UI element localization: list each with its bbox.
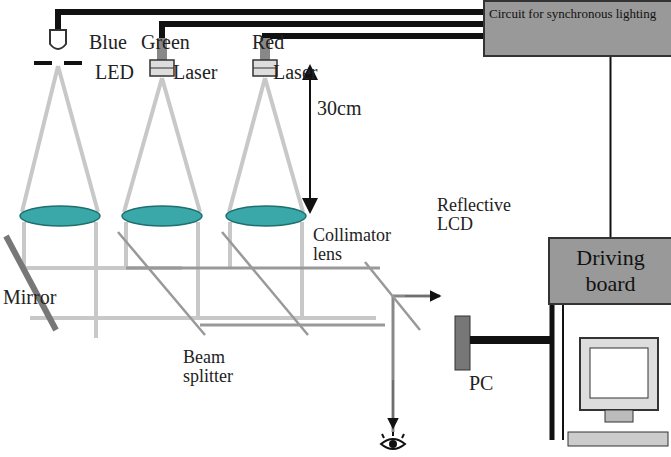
part-label: Mirror xyxy=(2,287,57,308)
part-label: Green xyxy=(140,32,191,53)
part-label: 30cm xyxy=(316,98,362,119)
part-label: LED xyxy=(94,62,135,83)
eye-symbol xyxy=(381,432,405,449)
part-label: Laser xyxy=(172,62,218,83)
collimator-lens xyxy=(20,206,306,226)
connector xyxy=(610,57,612,237)
part-label: Blue xyxy=(88,32,128,53)
dimension-arrow xyxy=(309,66,311,212)
led-symbol xyxy=(50,30,66,49)
pc-icon xyxy=(552,300,668,446)
driving-board-box: Driving board xyxy=(548,237,671,305)
beam-splitter xyxy=(118,232,420,335)
circuit-box: Circuit for synchronous lighting xyxy=(483,0,671,57)
box-text: Circuit for synchronous lighting xyxy=(489,6,667,22)
part-label: PC xyxy=(468,373,494,394)
box-text: Driving board xyxy=(556,245,665,297)
part-label: Reflective LCD xyxy=(436,196,528,234)
mirror xyxy=(6,236,56,330)
part-label: Red xyxy=(251,32,285,53)
part-label: Collimator lens xyxy=(312,226,384,264)
part-label: Beam splitter xyxy=(182,348,254,386)
part-label: Laser xyxy=(272,62,318,83)
combined-beams xyxy=(126,268,440,432)
reflective-lcd xyxy=(455,316,470,370)
light-beams xyxy=(22,66,376,338)
